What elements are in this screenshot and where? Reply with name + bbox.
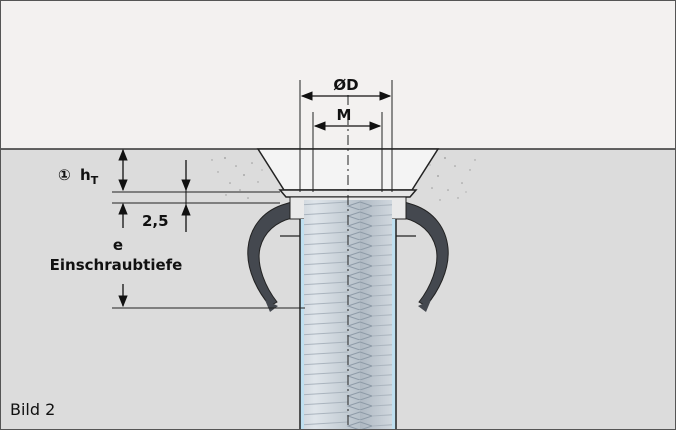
speckle-texture <box>211 157 476 201</box>
offset-label: 2,5 <box>142 212 169 230</box>
depth-symbol: e <box>113 236 123 254</box>
threaded-bolt <box>304 200 392 429</box>
insert-clip-left-tip <box>265 300 278 312</box>
ht-symbol: h <box>80 166 91 184</box>
od-label: ØD <box>333 76 358 94</box>
ht-marker: ① <box>58 166 71 184</box>
m-label: M <box>337 106 352 124</box>
insert-clip-right-tip <box>418 300 431 312</box>
ht-subscript: T <box>91 174 99 187</box>
depth-label: Einschraubtiefe <box>50 256 183 274</box>
upper-surface <box>1 1 675 149</box>
ht-label: hT <box>80 166 99 187</box>
figure-label: Bild 2 <box>10 400 56 419</box>
